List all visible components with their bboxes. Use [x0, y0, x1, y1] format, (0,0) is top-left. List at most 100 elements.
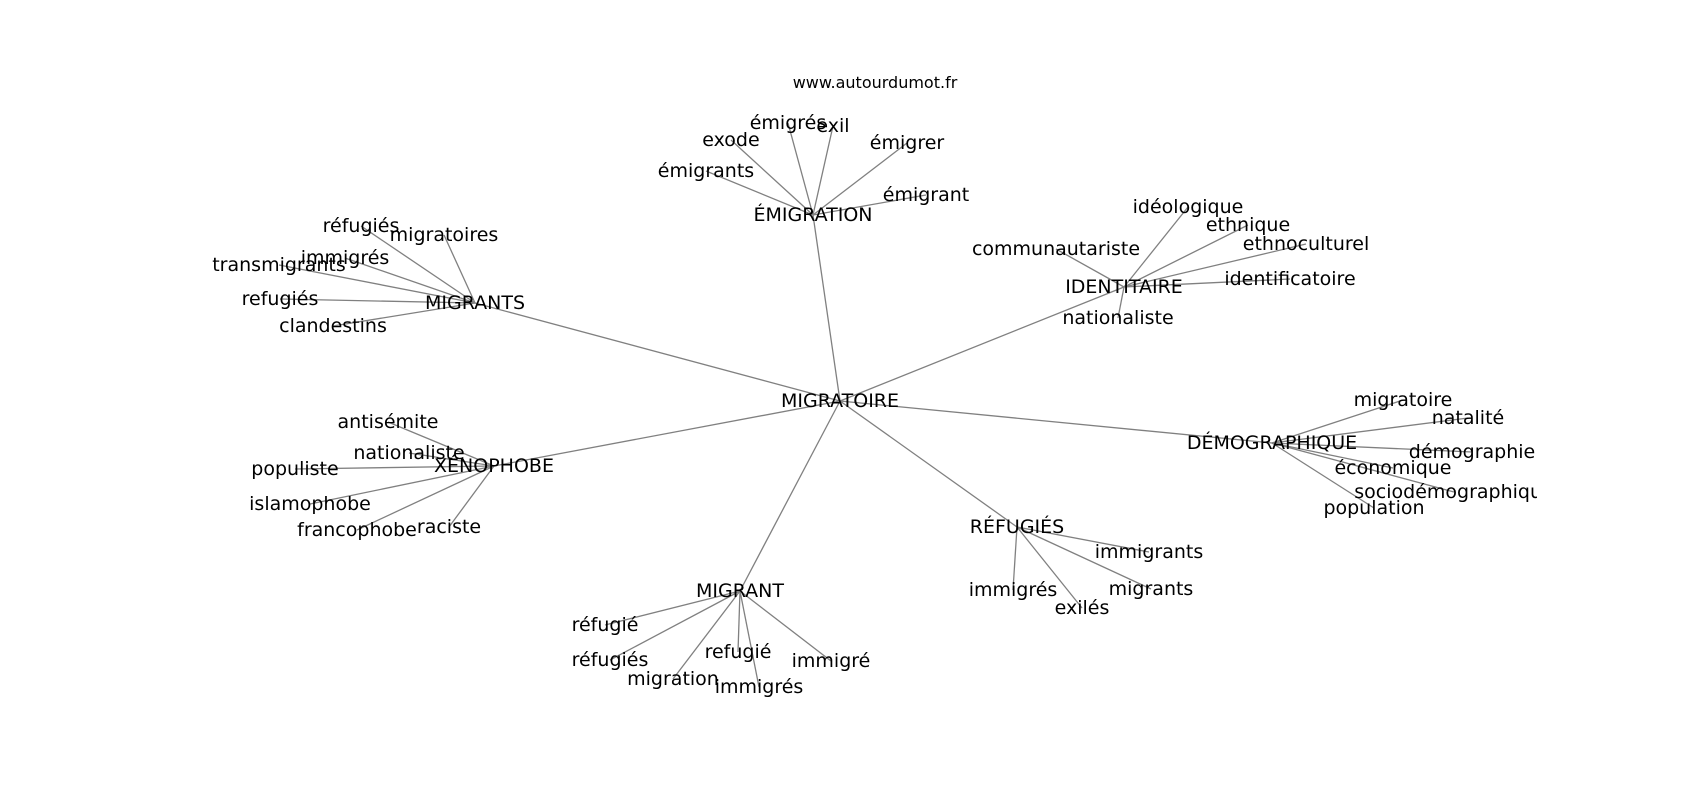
center-node[interactable]: MIGRATOIRE — [781, 390, 899, 412]
hub-node-demographique[interactable]: DÉMOGRAPHIQUE — [1187, 431, 1357, 454]
edge-demographique-4 — [1271, 442, 1455, 493]
edge-identitaire-0 — [1055, 248, 1125, 288]
edge-center-identitaire — [839, 286, 1125, 402]
edge-migrant-0 — [604, 590, 741, 626]
edges-layer — [278, 122, 1473, 688]
edge-emigration-0 — [705, 170, 814, 216]
word-node-migrant-5[interactable]: immigré — [792, 650, 871, 672]
word-node-identitaire-0[interactable]: communautariste — [972, 238, 1140, 260]
edge-xenophobe-0 — [387, 421, 495, 467]
word-node-migrant-2[interactable]: migration — [627, 668, 719, 690]
word-node-migrant-4[interactable]: immigrés — [715, 676, 804, 698]
edge-identitaire-4 — [1123, 278, 1291, 288]
edge-identitaire-5 — [1117, 286, 1125, 319]
edge-center-demographique — [839, 400, 1273, 444]
edge-demographique-2 — [1271, 442, 1473, 453]
word-node-migrants-0[interactable]: réfugiés — [323, 215, 400, 237]
word-node-migrant-1[interactable]: réfugiés — [572, 649, 649, 671]
word-node-identitaire-3[interactable]: ethnoculturel — [1243, 233, 1369, 255]
word-node-identitaire-5[interactable]: nationaliste — [1062, 307, 1173, 329]
edge-emigration-5 — [812, 194, 927, 216]
word-node-migrant-0[interactable]: réfugié — [572, 614, 639, 636]
word-node-xenophobe-0[interactable]: antisémite — [338, 411, 439, 433]
word-node-demographique-4[interactable]: sociodémographique — [1354, 481, 1553, 503]
edge-migrants-4 — [279, 298, 476, 304]
hub-node-migrants[interactable]: MIGRANTS — [425, 292, 525, 314]
edge-migrant-1 — [609, 590, 741, 661]
edge-demographique-5 — [1271, 442, 1375, 509]
hub-node-refugies[interactable]: RÉFUGIÉS — [970, 515, 1064, 538]
word-node-migrants-5[interactable]: clandestins — [279, 315, 387, 337]
word-node-refugies-0[interactable]: immigrants — [1095, 541, 1203, 563]
edge-xenophobe-5 — [448, 465, 495, 528]
edge-identitaire-2 — [1123, 224, 1249, 288]
word-node-xenophobe-2[interactable]: populiste — [251, 458, 338, 480]
word-node-refugies-3[interactable]: immigrés — [969, 579, 1058, 601]
edge-migrant-3 — [737, 590, 741, 653]
word-node-refugies-1[interactable]: migrants — [1109, 578, 1194, 600]
word-node-migrant-3[interactable]: refugié — [705, 641, 772, 663]
word-node-xenophobe-5[interactable]: raciste — [417, 516, 481, 538]
word-node-emigration-2[interactable]: émigrés — [750, 112, 827, 134]
word-node-xenophobe-4[interactable]: francophobe — [297, 519, 417, 541]
word-node-identitaire-1[interactable]: idéologique — [1133, 196, 1244, 218]
hub-node-xenophobe[interactable]: XÉNOPHOBE — [434, 454, 554, 477]
edge-identitaire-3 — [1123, 243, 1307, 288]
word-node-emigration-1[interactable]: exode — [702, 129, 759, 151]
word-node-migrants-3[interactable]: transmigrants — [212, 254, 346, 276]
edge-migrants-2 — [344, 257, 476, 304]
word-node-migrants-1[interactable]: migratoires — [390, 224, 499, 246]
edge-migrants-0 — [360, 225, 476, 304]
word-node-demographique-1[interactable]: natalité — [1432, 407, 1504, 429]
word-node-refugies-2[interactable]: exilés — [1055, 597, 1110, 619]
edge-center-xenophobe — [493, 400, 841, 467]
edge-center-emigration — [812, 214, 841, 402]
edge-identitaire-1 — [1123, 206, 1189, 288]
word-node-migrants-2[interactable]: immigrés — [301, 247, 390, 269]
edge-emigration-1 — [730, 139, 814, 216]
edge-center-migrant — [739, 400, 841, 592]
edge-xenophobe-3 — [309, 465, 495, 505]
edge-center-migrants — [474, 302, 841, 402]
edge-demographique-3 — [1271, 442, 1394, 469]
word-node-xenophobe-3[interactable]: islamophobe — [249, 493, 371, 515]
word-node-emigration-3[interactable]: exil — [816, 115, 849, 137]
word-node-migrants-4[interactable]: refugiés — [242, 288, 319, 310]
edge-refugies-2 — [1016, 526, 1083, 609]
edge-migrants-1 — [443, 234, 476, 304]
edge-emigration-4 — [812, 142, 908, 216]
edge-refugies-0 — [1016, 526, 1150, 553]
edge-center-refugies — [839, 400, 1018, 528]
edge-migrant-2 — [672, 590, 741, 680]
edge-refugies-1 — [1016, 526, 1152, 590]
edge-refugies-3 — [1012, 526, 1018, 591]
word-node-emigration-4[interactable]: émigrer — [870, 132, 945, 154]
edge-demographique-0 — [1271, 399, 1404, 444]
edge-demographique-1 — [1271, 417, 1469, 444]
word-node-demographique-5[interactable]: population — [1323, 497, 1424, 519]
edge-migrants-3 — [278, 264, 476, 304]
edge-emigration-2 — [787, 122, 814, 216]
edge-xenophobe-4 — [356, 465, 495, 531]
word-node-identitaire-2[interactable]: ethnique — [1206, 214, 1290, 236]
hub-node-emigration[interactable]: ÉMIGRATION — [753, 203, 872, 226]
word-node-emigration-0[interactable]: émigrants — [658, 160, 754, 182]
hub-node-identitaire[interactable]: IDENTITAIRE — [1065, 276, 1183, 298]
edge-emigration-3 — [812, 125, 834, 216]
word-node-demographique-3[interactable]: économique — [1334, 457, 1451, 479]
hub-node-migrant[interactable]: MIGRANT — [696, 580, 784, 602]
labels-layer: MIGRATOIRE ÉMIGRATION émigrants exodeémigré… — [212, 112, 1553, 698]
edge-xenophobe-2 — [294, 465, 495, 470]
edge-migrants-5 — [332, 302, 476, 327]
word-node-xenophobe-1[interactable]: nationaliste — [353, 442, 464, 464]
edge-migrant-4 — [739, 590, 760, 688]
word-node-demographique-0[interactable]: migratoire — [1354, 389, 1453, 411]
word-node-identitaire-4[interactable]: identificatoire — [1224, 268, 1355, 290]
word-node-demographique-2[interactable]: démographie — [1409, 441, 1535, 463]
site-url: www.autourdumot.fr — [793, 73, 958, 92]
word-node-emigration-5[interactable]: émigrant — [883, 184, 969, 206]
edge-xenophobe-1 — [408, 452, 495, 467]
edge-migrant-5 — [739, 590, 832, 662]
